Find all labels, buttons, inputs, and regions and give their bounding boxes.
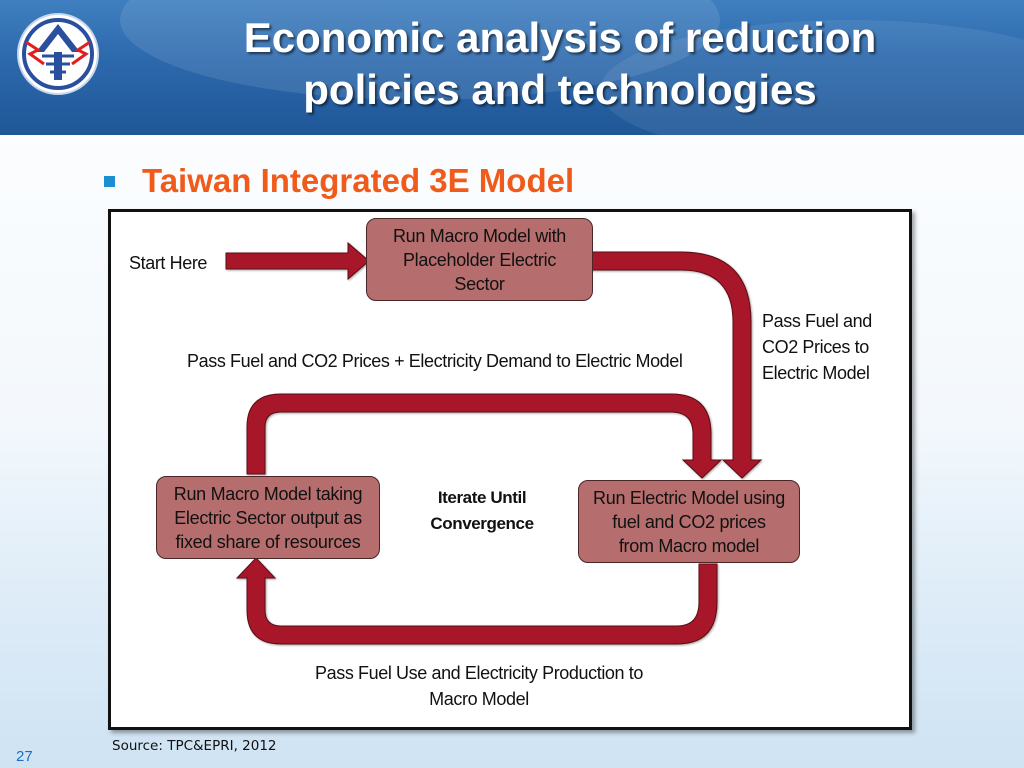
- slide-header: Economic analysis of reduction policies …: [0, 0, 1024, 135]
- label-line: Pass Fuel Use and Electricity Production…: [315, 663, 643, 683]
- page-number: 27: [16, 748, 33, 765]
- start-arrow: [225, 241, 370, 281]
- node-line: Run Macro Model with: [392, 225, 567, 246]
- node-line: fuel and CO2 prices: [612, 511, 766, 532]
- title-line: Economic analysis of reduction: [243, 14, 877, 61]
- taipower-logo-icon: [17, 13, 99, 95]
- label-line: Iterate Until: [437, 488, 527, 507]
- pass-fuel-use-arrow: [235, 557, 718, 645]
- label-iterate: Iterate Until Convergence: [407, 485, 557, 537]
- diagram-arrows: [225, 241, 763, 645]
- bullet-icon: [104, 176, 115, 187]
- node-line: Sector: [454, 273, 505, 294]
- node-run-macro-taking: Run Macro Model taking Electric Sector o…: [156, 476, 380, 559]
- node-run-electric: Run Electric Model using fuel and CO2 pr…: [578, 480, 800, 563]
- node-run-macro-placeholder: Run Macro Model with Placeholder Electri…: [366, 218, 593, 301]
- slide-subtitle: Taiwan Integrated 3E Model: [142, 162, 575, 199]
- label-pass-fuel-use: Pass Fuel Use and Electricity Production…: [269, 660, 689, 712]
- diagram-frame: Start Here Run Macro Model with Placehol…: [108, 209, 912, 730]
- label-line: Pass Fuel and: [762, 311, 872, 331]
- node-line: Run Electric Model using: [593, 487, 785, 508]
- pass-prices-demand-arrow: [246, 393, 723, 479]
- title-line: policies and technologies: [303, 66, 817, 113]
- label-line: CO2 Prices to: [762, 337, 869, 357]
- pass-fuel-co2-arrow: [588, 251, 763, 479]
- node-line: Electric Sector output as: [174, 507, 362, 528]
- label-pass-prices-demand: Pass Fuel and CO2 Prices + Electricity D…: [187, 351, 683, 371]
- node-line: Run Macro Model taking: [173, 483, 363, 504]
- label-line: Convergence: [430, 514, 534, 533]
- node-line: fixed share of resources: [175, 531, 361, 552]
- start-here-label: Start Here: [129, 253, 208, 273]
- label-line: Macro Model: [429, 689, 529, 709]
- node-line: from Macro model: [618, 535, 760, 556]
- label-pass-fuel-co2: Pass Fuel and CO2 Prices to Electric Mod…: [762, 308, 902, 386]
- node-line: Placeholder Electric: [402, 249, 557, 270]
- source-note: Source: TPC&EPRI, 2012: [112, 738, 277, 754]
- page-title: Economic analysis of reduction policies …: [120, 12, 1000, 116]
- label-line: Electric Model: [762, 363, 870, 383]
